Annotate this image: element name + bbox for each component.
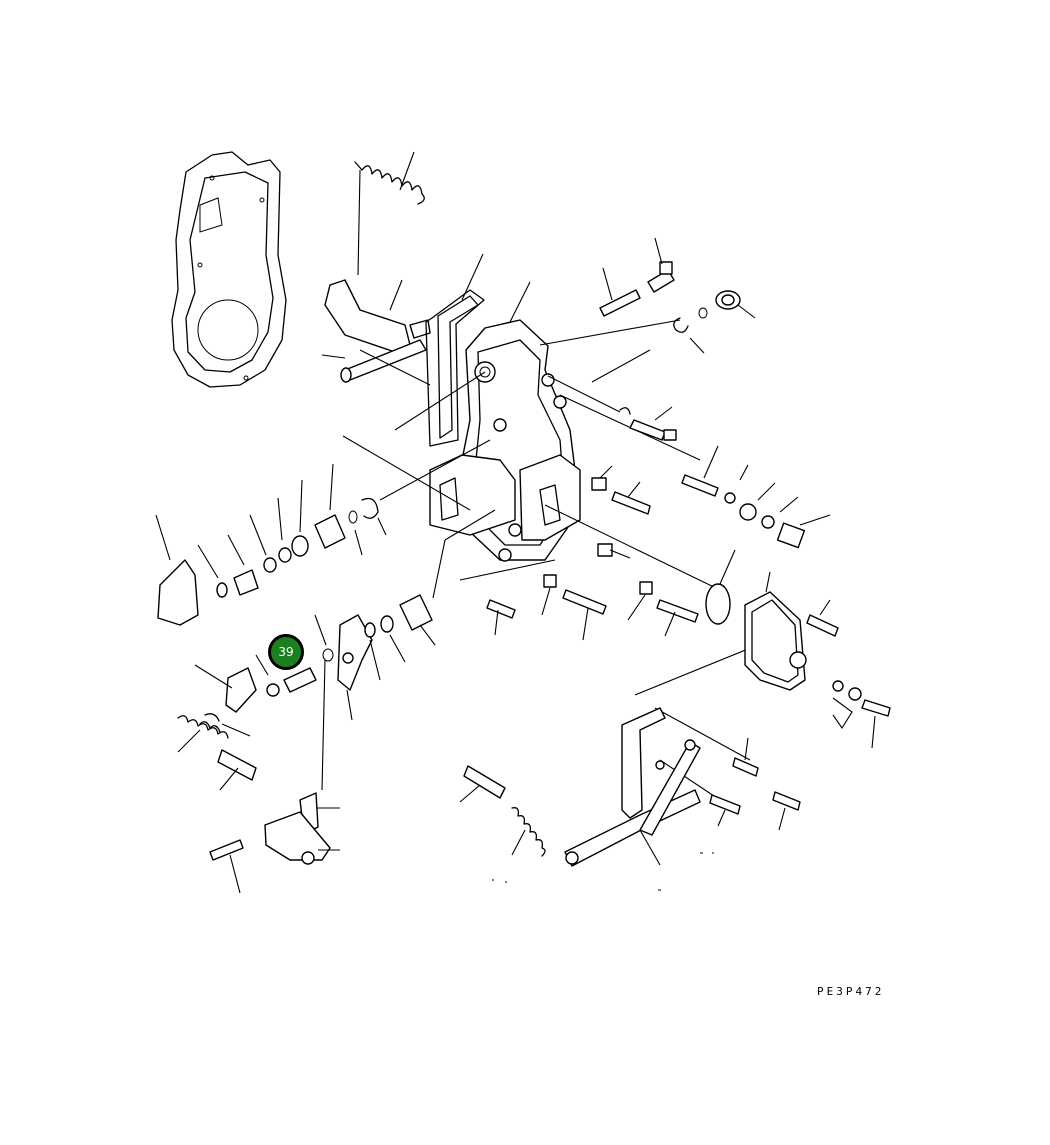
pump-housing [429,281,581,562]
drawing-code-label: PE3P472 [817,985,885,998]
leader-lines [342,319,771,801]
middle-lever-assembly [255,594,436,791]
gear-cover-housing [171,151,287,388]
gasket [425,253,485,447]
lower-middle-pin-spring [459,765,546,857]
governor-lever [321,169,431,386]
callout-39-badge[interactable]: 39 [268,634,304,670]
bolts-and-fittings [486,237,831,641]
governor-cover [744,571,891,749]
top-spring [354,151,425,205]
stray-marks [492,852,714,891]
stop-lever-bracket [564,707,801,867]
lower-left-parts [177,664,257,791]
bottom-left-bracket [209,792,340,894]
left-small-parts [155,463,387,626]
